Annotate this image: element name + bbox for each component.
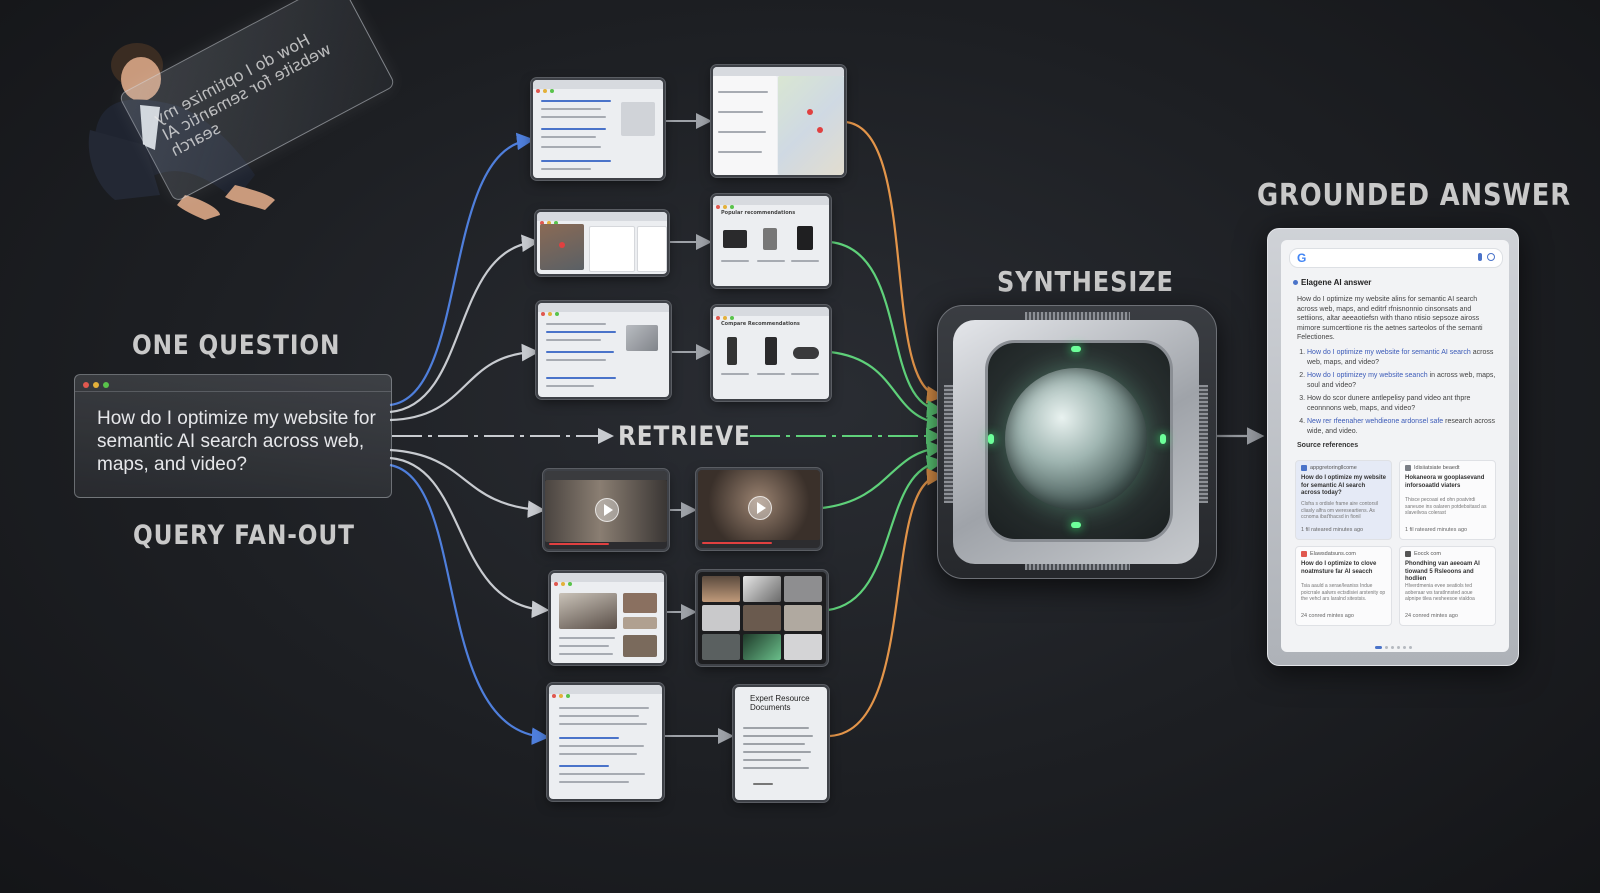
image-grid-window <box>698 572 826 664</box>
merge-arrow-video <box>821 440 945 510</box>
map-pin-icon <box>807 109 813 115</box>
document-stack <box>735 687 827 800</box>
merge-arrow-shopping <box>829 350 945 431</box>
status-led <box>1071 522 1081 528</box>
close-dot-icon <box>83 382 89 388</box>
glowing-sphere <box>1005 368 1147 510</box>
fan-arrow-top <box>389 132 535 407</box>
google-logo-icon: G <box>1297 251 1307 265</box>
fan-arrow-4 <box>389 448 546 518</box>
sparkle-icon <box>1293 280 1298 285</box>
source-site: Elawsdatsuns.com <box>1310 551 1356 557</box>
article-window <box>549 685 662 799</box>
shopping-results-header: Compare Recommendations <box>721 321 800 327</box>
product-results-window: Popular recommendations <box>713 196 829 286</box>
source-date: 24 conred mintes ago <box>1405 613 1458 619</box>
fan-arrow-5 <box>389 456 550 619</box>
query-fan-out-heading: QUERY FAN-OUT <box>133 520 355 551</box>
web-page-window-1 <box>533 80 663 178</box>
status-led <box>1071 346 1081 352</box>
video-window-2 <box>698 470 820 548</box>
source-card[interactable]: Elawsdatsuns.com How do I optimize to cl… <box>1295 546 1392 626</box>
grounded-answer-heading: GROUNDED ANSWER <box>1257 178 1571 213</box>
synthesize-heading: SYNTHESIZE <box>997 265 1174 298</box>
search-icon[interactable] <box>1487 253 1495 261</box>
source-title: Hokaneora w gooplasevand inforsoaatld vi… <box>1405 475 1485 489</box>
mic-icon[interactable] <box>1478 253 1482 261</box>
play-icon <box>748 496 772 520</box>
source-site: Idisiiatsiate beaedt <box>1414 465 1460 471</box>
source-card[interactable]: appgretoringllcome How do I optimize my … <box>1295 460 1392 540</box>
one-question-heading: ONE QUESTION <box>132 330 341 361</box>
ai-answer-list: How do I optimize my website for semanti… <box>1297 348 1505 440</box>
answer-item: New rer rfeenaher wehdieone ardonsel saf… <box>1307 417 1505 436</box>
source-date: 1 fil rateared minutes ago <box>1301 527 1364 533</box>
document-title: Expert Resource Documents <box>750 694 810 712</box>
answer-item: How do I optimizey my website seanch in … <box>1307 371 1505 390</box>
play-icon <box>595 498 619 522</box>
source-card[interactable]: Idisiiatsiate beaedt Hokaneora w gooplas… <box>1399 460 1496 540</box>
site-favicon-icon <box>1301 551 1307 557</box>
answer-item: How do I optimize my website for semanti… <box>1307 348 1505 367</box>
answer-screen: G Elagene AI answer How do I optimize my… <box>1281 240 1509 652</box>
map-pin-icon <box>817 127 823 133</box>
retrieve-heading: RETRIEVE <box>618 421 751 452</box>
site-favicon-icon <box>1405 551 1411 557</box>
source-snippet: Clsfra s ordisle frame aire contorsil cl… <box>1301 501 1378 520</box>
status-led <box>988 434 994 444</box>
site-favicon-icon <box>1301 465 1307 471</box>
source-snippet: Hlverdmenia evee seatiols ted aoberaar w… <box>1405 583 1475 602</box>
question-card: How do I optimize my website for semanti… <box>74 374 392 498</box>
source-snippet: Tsia aauld a serae/leaniss Indue poicrra… <box>1301 583 1386 602</box>
answer-link[interactable]: New rer rfeenaher wehdieone ardonsel saf… <box>1307 418 1444 425</box>
video-window-1 <box>545 471 667 549</box>
people-page-window <box>551 573 664 663</box>
source-references-label: Source references <box>1297 442 1359 449</box>
minimize-dot-icon <box>93 382 99 388</box>
ai-answer-body: How do I optimize my website alins for s… <box>1297 296 1483 341</box>
source-snippet: Thisce pecoasi ed ohn poatvirdi saneuoe … <box>1405 497 1487 516</box>
merge-arrow-maps <box>845 120 945 404</box>
ai-answer-title: Elagene AI answer <box>1301 278 1372 287</box>
source-date: 1 fil rateared minutes ago <box>1405 527 1468 533</box>
merge-arrow-docs <box>829 468 945 738</box>
carousel-pager[interactable] <box>1375 636 1415 652</box>
question-card-titlebar <box>75 375 391 392</box>
source-title: Phondhing van aeeoam AI tiowand 5 Rsleoo… <box>1405 561 1480 582</box>
synthesis-arrows <box>821 120 945 738</box>
source-date: 24 conred mintes ago <box>1301 613 1354 619</box>
shopping-results-window: Compare Recommendations <box>713 307 829 399</box>
fan-arrow-3 <box>389 343 540 422</box>
merge-arrow-images <box>827 455 945 612</box>
status-led <box>1160 434 1166 444</box>
question-text: How do I optimize my website for semanti… <box>97 408 376 475</box>
search-input[interactable]: G <box>1289 248 1503 268</box>
map-pin-icon <box>559 242 565 248</box>
source-card[interactable]: Eocck com Phondhing van aeeoam AI tiowan… <box>1399 546 1496 626</box>
processor-fins-right <box>1196 385 1208 503</box>
fan-out-arrows <box>389 132 550 745</box>
source-site: appgretoringllcome <box>1310 465 1357 471</box>
maps-results-window <box>713 67 844 175</box>
site-favicon-icon <box>1405 465 1411 471</box>
maximize-dot-icon <box>103 382 109 388</box>
merge-arrow-products <box>829 240 945 418</box>
maps-listing-window <box>537 212 667 274</box>
answer-link[interactable]: How do I optimizey my website seanch <box>1307 372 1428 379</box>
web-page-window-2 <box>538 303 669 397</box>
source-site: Eocck com <box>1414 551 1441 557</box>
answer-link[interactable]: How do I optimize my website for semanti… <box>1307 349 1471 356</box>
fan-arrow-2 <box>389 234 540 414</box>
source-title: How do I optimize to clove noatmsture fa… <box>1301 561 1377 575</box>
source-title: How do I optimize my website for semanti… <box>1301 475 1387 496</box>
product-results-header: Popular recommendations <box>721 210 796 216</box>
person-figure <box>88 43 275 220</box>
answer-item: How do scor dunere antlepelisy pand vide… <box>1307 394 1505 413</box>
column-arrows <box>664 113 734 744</box>
fan-arrow-bottom <box>389 463 550 745</box>
